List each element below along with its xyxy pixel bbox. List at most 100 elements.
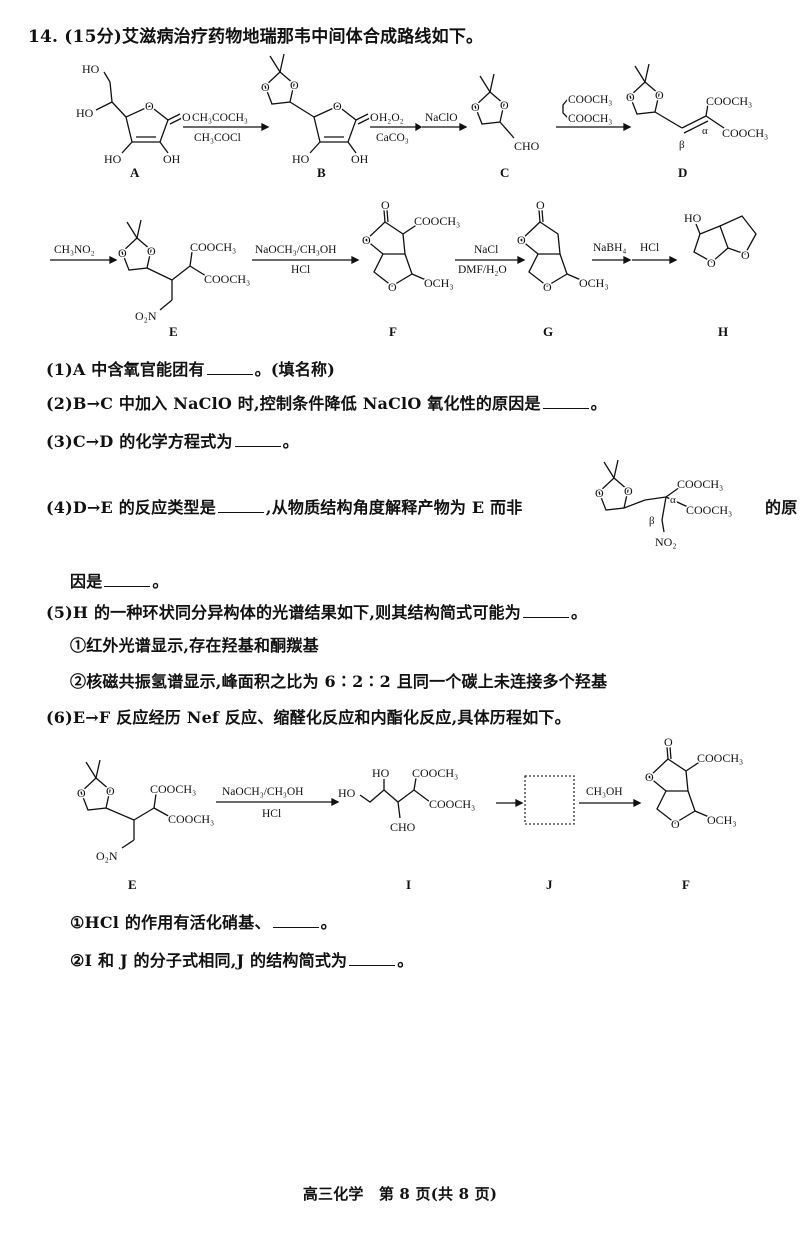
svg-text:CH₃COCH₃: CH₃COCH₃ — [192, 112, 248, 124]
svg-text:O: O — [664, 735, 673, 749]
compound-b-structure: HO OH — [259, 52, 381, 168]
part-5: (5)H 的一种环状同分异构体的光谱结果如下,则其结构简式可能为。 — [46, 603, 588, 622]
svg-text:O₂N: O₂N — [96, 849, 118, 863]
svg-text:CaCO₃: CaCO₃ — [376, 132, 409, 144]
svg-text:NaClO: NaClO — [425, 112, 458, 124]
svg-text:O₂N: O₂N — [135, 309, 157, 323]
label-e: E — [128, 877, 137, 892]
part-4-alternative-structure: O O COOCH₃ COOCH₃ α β NO₂ — [594, 459, 734, 551]
svg-text:O: O — [645, 770, 654, 784]
svg-text:COOCH₃: COOCH₃ — [150, 782, 196, 796]
svg-text:NaOCH₃/CH₃OH: NaOCH₃/CH₃OH — [255, 244, 337, 256]
svg-text:HCl: HCl — [640, 242, 659, 254]
svg-text:α: α — [702, 125, 708, 137]
svg-text:DMF/H₂O: DMF/H₂O — [458, 264, 507, 276]
label-i: I — [406, 877, 411, 892]
svg-text:COOCH₃: COOCH₃ — [686, 503, 732, 517]
label-h: H — [718, 324, 728, 339]
svg-text:COOCH₃: COOCH₃ — [706, 94, 752, 108]
answer-blank[interactable] — [522, 605, 569, 618]
svg-text:COOCH₃: COOCH₃ — [722, 126, 768, 140]
svg-text:O: O — [707, 256, 716, 270]
svg-text:HO: HO — [82, 62, 100, 76]
svg-text:OCH₃: OCH₃ — [424, 276, 454, 290]
compound-j-placeholder-box — [524, 775, 575, 825]
svg-text:β: β — [649, 515, 655, 527]
arrow-f-to-g: NaCl DMF/H₂O — [455, 243, 526, 278]
answer-blank[interactable] — [234, 434, 281, 447]
svg-text:O: O — [624, 484, 633, 498]
part-4: (4)D→E 的反应类型是,从物质结构角度解释产物为 E 而非 — [46, 498, 523, 517]
svg-text:HO: HO — [372, 766, 390, 780]
part-4-line-2: 因是。 — [70, 572, 169, 591]
compound-h-structure: HO O O — [683, 210, 757, 272]
svg-text:O: O — [106, 784, 115, 798]
synthesis-scheme-row-2: O O O O O CH₃NO₂ COOCH₃ COOCH₃ O₂N E NaO… — [50, 196, 757, 339]
arrow-g-to-h: NaBH₄ HCl — [592, 241, 678, 265]
answer-blank[interactable] — [542, 396, 589, 409]
compound-g-structure: OCH₃ — [515, 196, 610, 296]
arrow-e-to-f: NaOCH₃/CH₃OH HCl — [252, 243, 360, 278]
answer-blank[interactable] — [104, 574, 151, 587]
label-d: D — [678, 165, 687, 180]
answer-blank[interactable] — [206, 362, 253, 375]
question-title: 14. (15分)艾滋病治疗药物地瑞那韦中间体合成路线如下。 — [28, 27, 484, 47]
svg-text:CHO: CHO — [390, 820, 416, 834]
answer-blank[interactable] — [349, 953, 396, 966]
svg-text:O: O — [741, 248, 750, 262]
svg-text:CH₃NO₂: CH₃NO₂ — [54, 244, 95, 256]
svg-text:OCH₃: OCH₃ — [579, 276, 609, 290]
svg-text:CH₃OH: CH₃OH — [586, 786, 623, 798]
svg-text:H₂O₂: H₂O₂ — [379, 112, 404, 124]
svg-text:HO: HO — [104, 152, 122, 166]
compound-e-structure: O O COOCH₃ COOCH₃ O₂N — [76, 759, 216, 865]
arrow-b-to-c: H₂O₂ CaCO₃ NaClO — [370, 111, 468, 146]
label-a: A — [130, 165, 140, 180]
svg-text:OH: OH — [163, 152, 181, 166]
svg-text:COOCH₃: COOCH₃ — [204, 272, 250, 286]
svg-text:HCl: HCl — [291, 264, 310, 276]
svg-text:CH₃COCl: CH₃COCl — [194, 132, 241, 144]
svg-text:COOCH₃: COOCH₃ — [568, 94, 612, 106]
svg-text:NaCl: NaCl — [474, 244, 498, 256]
compound-i-structure: HO HO COOCH₃ COOCH₃ CHO — [337, 765, 477, 836]
svg-text:OH: OH — [351, 152, 369, 166]
svg-text:CHO: CHO — [514, 139, 540, 153]
svg-text:α: α — [670, 494, 676, 506]
arrow-i-to-j — [496, 798, 524, 808]
synthesis-scheme-row-1: O O O O HO HO HO OH A CH₃COCH₃ CH₃COCl H… — [75, 52, 770, 180]
compound-c-structure: CHO — [469, 72, 541, 155]
part-1: (1)A 中含氧官能团有。(填名称) — [46, 360, 336, 379]
svg-text:O: O — [595, 486, 604, 500]
arrow-c-to-d: COOCH₃ COOCH₃ — [556, 93, 632, 132]
part-3: (3)C→D 的化学方程式为。 — [46, 432, 299, 451]
label-f: F — [389, 324, 397, 339]
part-4-tail: 的原 — [765, 498, 798, 517]
svg-text:HO: HO — [292, 152, 310, 166]
svg-text:HO: HO — [76, 106, 94, 120]
arrow-a-to-b: CH₃COCH₃ CH₃COCl — [183, 111, 270, 146]
svg-text:COOCH₃: COOCH₃ — [429, 797, 475, 811]
svg-text:COOCH₃: COOCH₃ — [568, 113, 612, 125]
svg-text:COOCH₃: COOCH₃ — [697, 751, 743, 765]
label-c: C — [500, 165, 509, 180]
svg-text:HO: HO — [684, 211, 702, 225]
answer-blank[interactable] — [217, 500, 264, 513]
svg-text:OCH₃: OCH₃ — [707, 813, 737, 827]
svg-text:COOCH₃: COOCH₃ — [677, 477, 723, 491]
compound-e-structure: COOCH₃ COOCH₃ O₂N — [116, 218, 252, 325]
svg-text:O: O — [671, 817, 680, 831]
label-b: B — [317, 165, 326, 180]
part-5-condition-2: ②核磁共振氢谱显示,峰面积之比为 6∶2∶2 且同一个碳上未连接多个羟基 — [70, 672, 608, 691]
compound-f-structure: COOCH₃ OCH₃ — [360, 196, 462, 296]
svg-text:COOCH₃: COOCH₃ — [412, 766, 458, 780]
part-5-condition-1: ①红外光谱显示,存在羟基和酮羰基 — [70, 636, 319, 655]
answer-blank[interactable] — [272, 915, 319, 928]
arrow-j-to-f: CH₃OH — [579, 785, 642, 808]
compound-a-structure: HO HO HO OH — [75, 61, 193, 168]
svg-text:NaBH₄: NaBH₄ — [593, 242, 626, 254]
svg-text:COOCH₃: COOCH₃ — [168, 812, 214, 826]
arrow-d-to-e: CH₃NO₂ — [50, 243, 118, 265]
part-6-question-1: ①HCl 的作用有活化硝基、。 — [70, 913, 337, 932]
svg-text:HCl: HCl — [262, 808, 281, 820]
